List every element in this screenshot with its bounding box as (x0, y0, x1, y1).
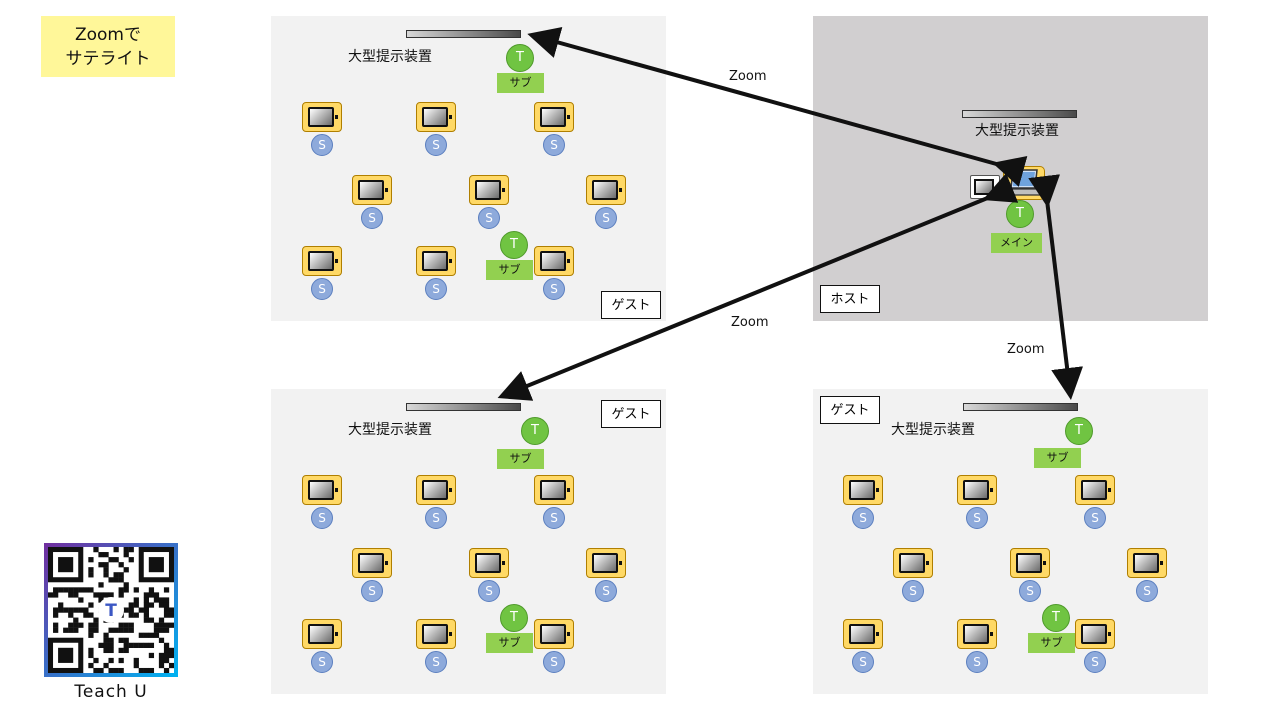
guest-br-seat-1-2-tablet-icon (1127, 548, 1167, 578)
guest-br-seat-0-0-student-icon: S (852, 507, 874, 529)
guest-br-seat-0-1-tablet-icon (957, 475, 997, 505)
guest-bl-seat-2-0-tablet-icon (302, 619, 342, 649)
arrow-host-to-guest-bottom-left (497, 173, 1019, 401)
guest-bl-seat-0-2-student-icon: S (543, 507, 565, 529)
guest-bl-seat-0-0-tablet-icon (302, 475, 342, 505)
guest-bl-seat-0-0-student-icon: S (311, 507, 333, 529)
guest-bl-seat-2-0-student-icon: S (311, 651, 333, 673)
guest-br-seat-0-1-student-icon: S (966, 507, 988, 529)
guest-br-seat-2-1-student-icon: S (966, 651, 988, 673)
guest-bl-seat-0-1-tablet-icon (416, 475, 456, 505)
qr-code[interactable]: T (44, 543, 178, 677)
display-bar (963, 403, 1078, 411)
guest-br-seat-1-0-tablet-icon (893, 548, 933, 578)
guest-bl-seat-2-2-tablet-icon (534, 619, 574, 649)
guest-tl-seat-0-0-tablet-icon (302, 102, 342, 132)
role-sub: サブ (1034, 448, 1081, 468)
guest-bl-seat-1-1-student-icon: S (478, 580, 500, 602)
guest-bl-seat-2-1-student-icon: S (425, 651, 447, 673)
title-line-2: サテライト (65, 48, 151, 69)
guest-br-role-sub-2: サブ (1028, 633, 1075, 653)
guest-tl-seat-2-0-student-icon: S (311, 278, 333, 300)
guest-br-seat-0-2-student-icon: S (1084, 507, 1106, 529)
guest-bl-seat-1-0-tablet-icon (352, 548, 392, 578)
guest-tl-seat-0-1-student-icon: S (425, 134, 447, 156)
brand-name: Teach U (74, 682, 148, 702)
svg-text:T: T (105, 601, 117, 621)
guest-br-seat-1-1-student-icon: S (1019, 580, 1041, 602)
teacher-icon: T (1065, 417, 1093, 445)
guest-bl-seat-1-1-tablet-icon (469, 548, 509, 578)
teacher-icon: T (521, 417, 549, 445)
guest-bl-seat-1-2-tablet-icon (586, 548, 626, 578)
display-label: 大型提示装置 (348, 422, 432, 438)
display-bar (406, 403, 521, 411)
guest-tl-seat-0-0-student-icon: S (311, 134, 333, 156)
qr-pattern: T (48, 547, 174, 673)
display-label: 大型提示装置 (348, 49, 432, 65)
guest-bl-seat-2-2-student-icon: S (543, 651, 565, 673)
guest-tl-seat-2-1-tablet-icon (416, 246, 456, 276)
guest-bl-seat-1-2-student-icon: S (595, 580, 617, 602)
guest-tl-seat-1-0-student-icon: S (361, 207, 383, 229)
title-line-1: Zoomで (74, 24, 141, 45)
guest-br-teacher-icon-2: T (1042, 604, 1070, 632)
arrow-host-to-guest-bottom-right (1028, 174, 1084, 400)
guest-bl-seat-0-2-tablet-icon (534, 475, 574, 505)
guest-tl-seat-1-0-tablet-icon (352, 175, 392, 205)
guest-br-seat-1-2-student-icon: S (1136, 580, 1158, 602)
display-label: 大型提示装置 (891, 422, 975, 438)
guest-br-seat-1-0-student-icon: S (902, 580, 924, 602)
guest-tl-seat-2-0-tablet-icon (302, 246, 342, 276)
role-sub: サブ (497, 449, 544, 469)
guest-bl-seat-1-0-student-icon: S (361, 580, 383, 602)
guest-bl-seat-2-1-tablet-icon (416, 619, 456, 649)
guest-br-seat-2-1-tablet-icon (957, 619, 997, 649)
zoom-label-3: Zoom (1007, 342, 1045, 357)
guest-br-seat-2-0-tablet-icon (843, 619, 883, 649)
guest-br-seat-1-1-tablet-icon (1010, 548, 1050, 578)
guest-bl-seat-0-1-student-icon: S (425, 507, 447, 529)
guest-br-seat-2-2-tablet-icon (1075, 619, 1115, 649)
guest-br-seat-0-2-tablet-icon (1075, 475, 1115, 505)
zoom-label-1: Zoom (729, 69, 767, 84)
zoom-label-2: Zoom (731, 315, 769, 330)
guest-tl-seat-2-1-student-icon: S (425, 278, 447, 300)
guest-tl-seat-0-1-tablet-icon (416, 102, 456, 132)
guest-bl-role-sub-2: サブ (486, 633, 533, 653)
display-bar (406, 30, 521, 38)
guest-br-seat-2-0-student-icon: S (852, 651, 874, 673)
guest-bl-teacher-icon-2: T (500, 604, 528, 632)
guest-br-seat-0-0-tablet-icon (843, 475, 883, 505)
arrow-host-to-guest-top-left (527, 26, 1028, 187)
diagram-title: Zoomで サテライト (41, 16, 175, 77)
guest-br-seat-2-2-student-icon: S (1084, 651, 1106, 673)
